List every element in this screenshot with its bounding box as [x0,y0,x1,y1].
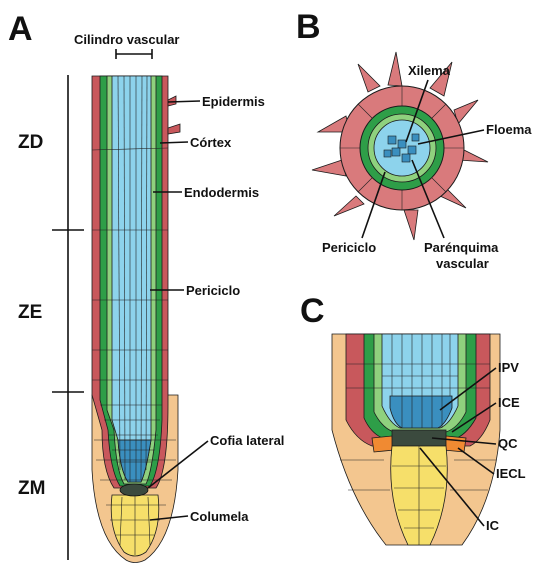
root-longitudinal [92,76,180,563]
panel-a-letter: A [8,10,33,48]
label-periciclo-a: Periciclo [186,283,240,298]
label-columela: Columela [190,509,249,524]
label-floema: Floema [486,122,532,137]
label-endodermis: Endodermis [184,185,259,200]
zone-zm-label: ZM [18,478,45,499]
panel-c-letter: C [300,292,325,330]
label-cofia-lateral: Cofia lateral [210,433,284,448]
zone-ze-label: ZE [18,302,42,323]
panel-b-letter: B [296,8,321,46]
label-xilema: Xilema [408,63,451,78]
label-parenquima: Parénquima [424,240,499,255]
label-iecl: IECL [496,466,526,481]
leader-epidermis [168,101,200,102]
label-ic: IC [486,518,500,533]
root-tip-detail [332,334,500,545]
zone-zd-label: ZD [18,132,43,153]
c-iecl-left [372,436,394,452]
root-cross-section [312,52,488,240]
vascular-cylinder [112,76,151,482]
label-qc: QC [498,436,518,451]
quiescent-center [120,484,148,496]
label-cortex: Córtex [190,135,232,150]
label-periciclo-b: Periciclo [322,240,376,255]
label-epidermis: Epidermis [202,94,265,109]
c-vascular-initials [390,396,452,428]
label-ice: ICE [498,395,520,410]
label-ipv: IPV [498,360,519,375]
c-iecl-right [444,436,466,452]
root-hair-2 [168,124,180,134]
label-cilindro-vascular: Cilindro vascular [74,32,179,47]
label-vascular: vascular [436,256,489,271]
leader-cortex [160,142,188,143]
